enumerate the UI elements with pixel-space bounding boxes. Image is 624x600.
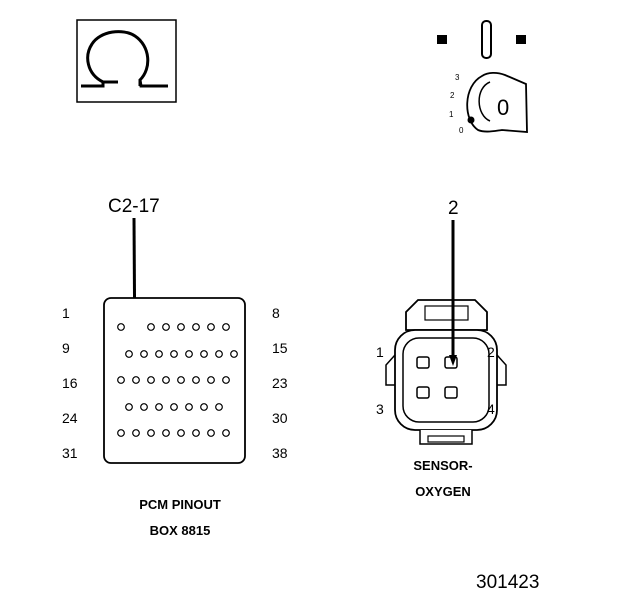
pcm-pin-r3-c3 bbox=[147, 376, 155, 384]
ohmmeter-symbol bbox=[76, 19, 177, 103]
pcm-pin-r1-c4 bbox=[177, 323, 185, 331]
pcm-pin-r5-c4 bbox=[162, 429, 170, 437]
sensor-pin-label-2: 2 bbox=[487, 344, 495, 360]
pcm-pin-r2-c3 bbox=[155, 350, 163, 358]
pcm-pin-r2-c6 bbox=[200, 350, 208, 358]
pcm-pin-r4-c6 bbox=[200, 403, 208, 411]
pcm-pin-r2-c8 bbox=[230, 350, 238, 358]
pcm-pin-r3-c5 bbox=[177, 376, 185, 384]
key-slot-icon bbox=[481, 20, 492, 59]
ignition-switch: 3 2 1 0 0 bbox=[437, 20, 528, 135]
sensor-pin-label-4: 4 bbox=[487, 401, 495, 417]
pcm-pin-r5-c1 bbox=[117, 429, 125, 437]
pcm-pin-r4-c1 bbox=[125, 403, 133, 411]
switch-position-2: 2 bbox=[450, 91, 455, 100]
pcm-pin-r4-c4 bbox=[170, 403, 178, 411]
pcm-pin-r2-c1 bbox=[125, 350, 133, 358]
pcm-pin-r3-c4 bbox=[162, 376, 170, 384]
pcm-pin-r2-c5 bbox=[185, 350, 193, 358]
pcm-row-label-left-5: 31 bbox=[62, 445, 78, 461]
key-label: 0 bbox=[497, 95, 509, 120]
sensor-probe-label: 2 bbox=[448, 198, 459, 219]
pcm-pin-r1-c7 bbox=[222, 323, 230, 331]
pcm-probe-label: C2-17 bbox=[108, 196, 160, 217]
sensor-pin-label-3: 3 bbox=[376, 401, 384, 417]
pcm-row-label-right-3: 23 bbox=[272, 375, 288, 391]
figure-number: 301423 bbox=[476, 572, 539, 593]
sensor-pin-label-1: 1 bbox=[376, 344, 384, 360]
sensor-terminal-3 bbox=[416, 386, 430, 399]
pcm-pin-r5-c3 bbox=[147, 429, 155, 437]
switch-position-1: 1 bbox=[449, 110, 454, 119]
pcm-caption-line1: PCM PINOUT bbox=[139, 497, 221, 512]
pcm-pin-r5-c8 bbox=[222, 429, 230, 437]
pcm-pin-r2-c7 bbox=[215, 350, 223, 358]
pcm-pin-r3-c2 bbox=[132, 376, 140, 384]
pcm-pin-r3-c7 bbox=[207, 376, 215, 384]
pcm-pin-r1-c3 bbox=[162, 323, 170, 331]
switch-position-3: 3 bbox=[455, 73, 460, 82]
pcm-row-label-right-5: 38 bbox=[272, 445, 288, 461]
pcm-pin-r5-c5 bbox=[177, 429, 185, 437]
pcm-pin-r4-c2 bbox=[140, 403, 148, 411]
switch-marker-right bbox=[516, 35, 526, 44]
pcm-pin-r5-c2 bbox=[132, 429, 140, 437]
pcm-row-label-right-4: 30 bbox=[272, 410, 288, 426]
switch-marker-left bbox=[437, 35, 447, 44]
pcm-pin-r5-c6 bbox=[192, 429, 200, 437]
pcm-pin-r5-c7 bbox=[207, 429, 215, 437]
pcm-pin-r2-c2 bbox=[140, 350, 148, 358]
pcm-pin-r1-c2 bbox=[147, 323, 155, 331]
pcm-row-label-right-1: 8 bbox=[272, 305, 280, 321]
switch-position-dot bbox=[467, 116, 475, 124]
pcm-pinout-box: 1 9 16 24 31 8 15 23 30 38 PCM PINOUT BO… bbox=[62, 297, 288, 538]
sensor-terminal-1 bbox=[416, 356, 430, 369]
pcm-row-label-left-2: 9 bbox=[62, 340, 70, 356]
pcm-caption-line2: BOX 8815 bbox=[150, 523, 211, 538]
pcm-pin-r3-c1 bbox=[117, 376, 125, 384]
switch-position-0: 0 bbox=[459, 126, 464, 135]
pcm-row-label-left-4: 24 bbox=[62, 410, 78, 426]
pcm-pin-r1-c5 bbox=[192, 323, 200, 331]
pcm-pin-r3-c6 bbox=[192, 376, 200, 384]
sensor-caption-line1: SENSOR- bbox=[413, 458, 472, 473]
pcm-pin-r1-c6 bbox=[207, 323, 215, 331]
pcm-pin-r4-c3 bbox=[155, 403, 163, 411]
pcm-pin-r4-c7 bbox=[215, 403, 223, 411]
pcm-pin-r1-c1 bbox=[117, 323, 125, 331]
sensor-terminal-4 bbox=[444, 386, 458, 399]
omega-icon bbox=[81, 30, 168, 88]
pcm-pin-grid bbox=[117, 323, 238, 437]
pcm-row-label-left-3: 16 bbox=[62, 375, 78, 391]
pcm-pin-r3-c8 bbox=[222, 376, 230, 384]
sensor-caption-line2: OXYGEN bbox=[415, 484, 471, 499]
pcm-pin-r4-c5 bbox=[185, 403, 193, 411]
oxygen-sensor-connector: 1 2 3 4 SENSOR- OXYGEN bbox=[376, 299, 507, 499]
pcm-pin-r2-c4 bbox=[170, 350, 178, 358]
sensor-probe-arrowhead bbox=[449, 355, 457, 366]
sensor-probe: 2 bbox=[448, 198, 459, 366]
pcm-row-label-left-1: 1 bbox=[62, 305, 70, 321]
pcm-row-label-right-2: 15 bbox=[272, 340, 288, 356]
